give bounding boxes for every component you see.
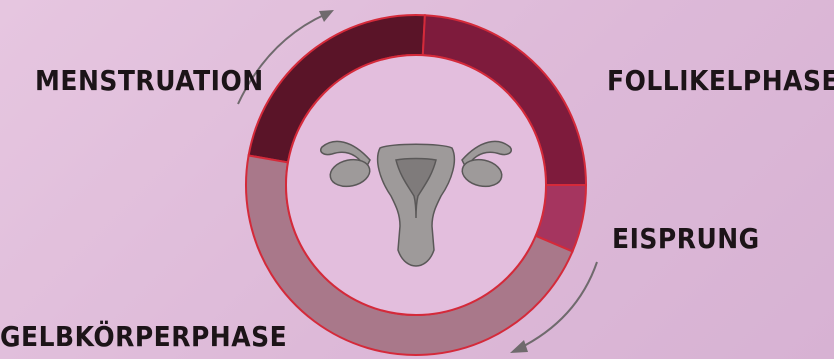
label-gelbkoerperphase: GELBKÖRPERPHASE bbox=[0, 320, 287, 352]
label-eisprung: EISPRUNG bbox=[612, 222, 760, 254]
label-follikelphase: FOLLIKELPHASE bbox=[607, 64, 834, 96]
label-menstruation: MENSTRUATION bbox=[35, 64, 264, 96]
